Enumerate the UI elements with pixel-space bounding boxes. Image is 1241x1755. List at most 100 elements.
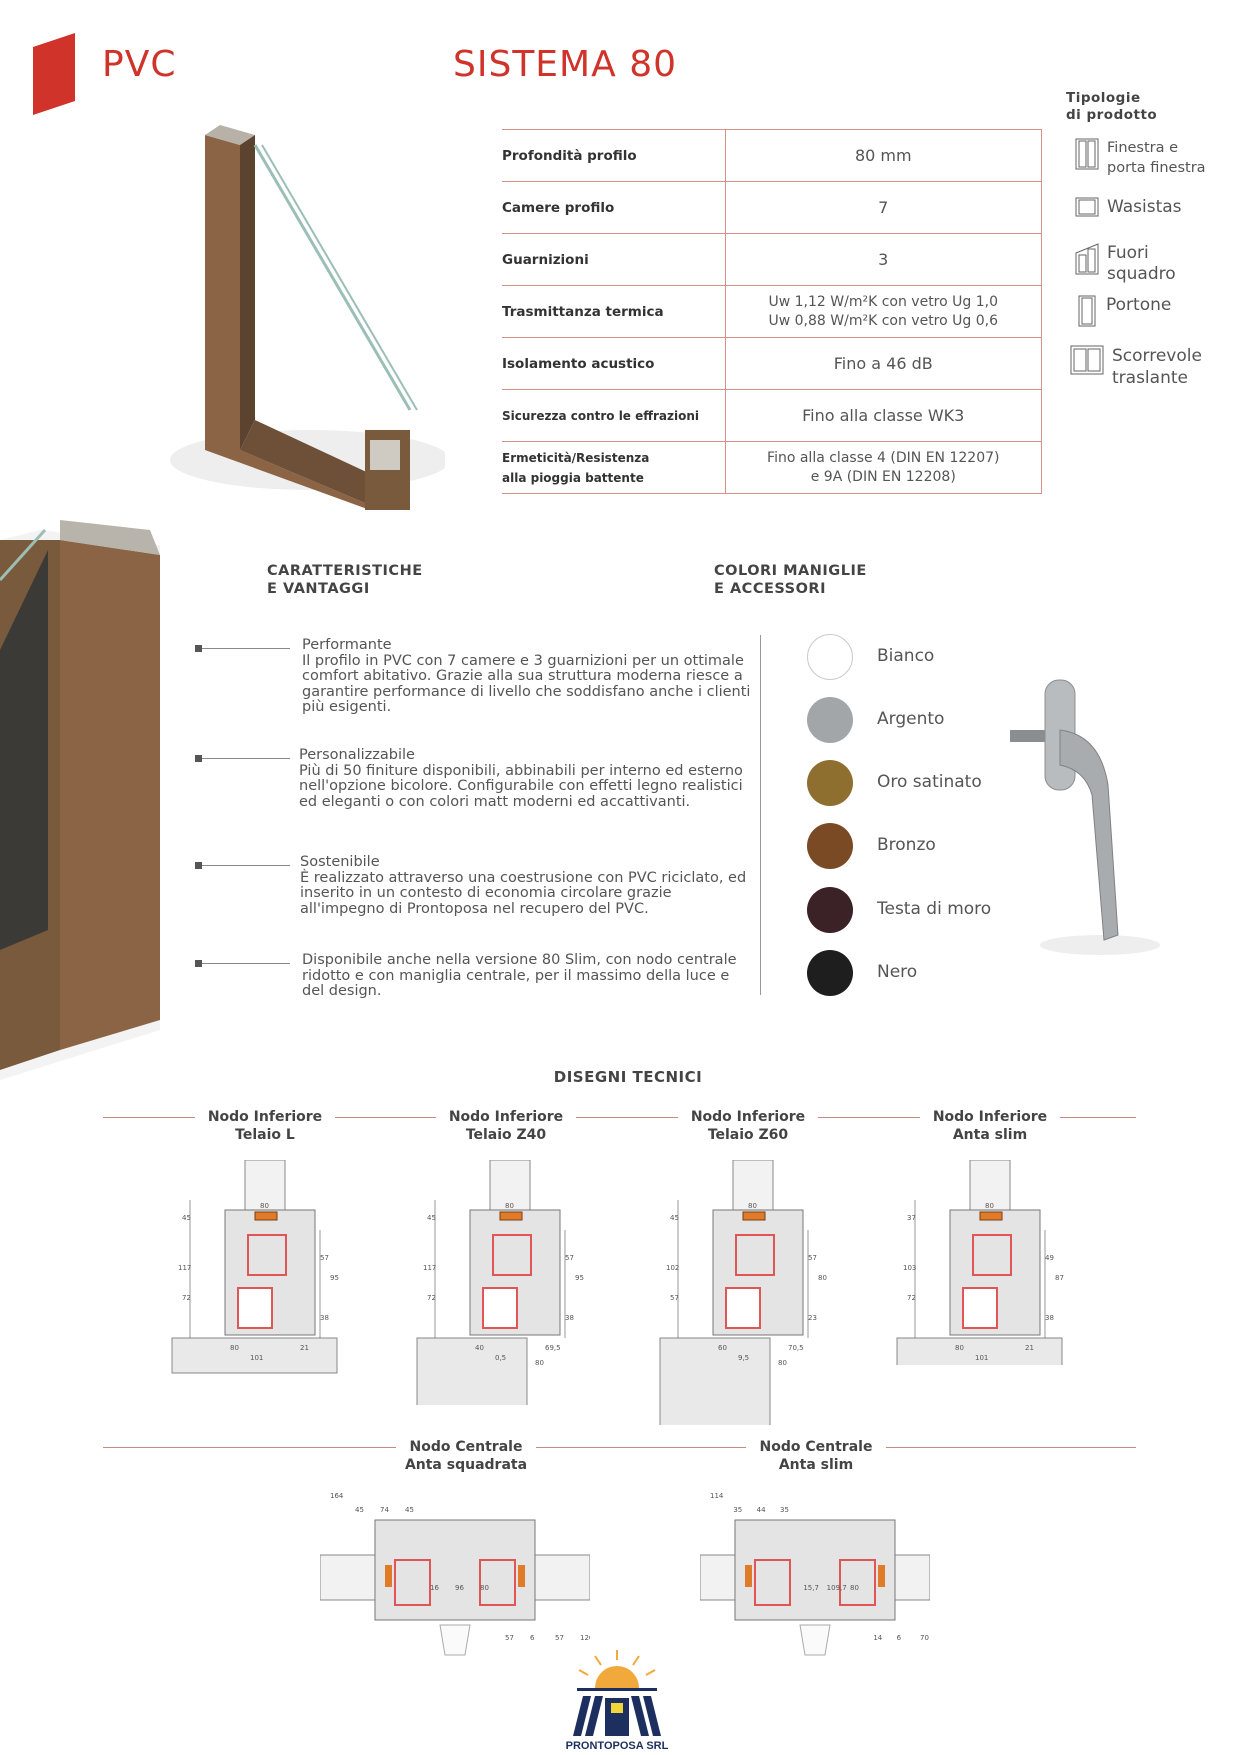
feature-title: Sostenibile bbox=[300, 854, 380, 870]
dimension-label: 49 bbox=[1045, 1254, 1054, 1262]
dimension-label: 80 bbox=[535, 1359, 544, 1367]
prontoposa-logo: PRONTOPOSA SRL bbox=[566, 1650, 669, 1752]
drawing-title-line: Anta slim bbox=[952, 1127, 1028, 1143]
dimension-label: 80 bbox=[985, 1202, 994, 1210]
spec-label-line: Ermeticità/Resistenza bbox=[502, 450, 650, 465]
dimension-label: 57 bbox=[555, 1634, 564, 1642]
dimension-label: 35 bbox=[780, 1506, 789, 1514]
heading-line: E VANTAGGI bbox=[267, 581, 370, 597]
feature-text: È realizzato attraverso una coestrusione… bbox=[300, 869, 747, 917]
color-swatch bbox=[807, 760, 853, 806]
dimension-label: 9,5 bbox=[738, 1354, 749, 1362]
section-title-pvc: PVC bbox=[102, 44, 177, 85]
spec-value: Fino alla classe WK3 bbox=[725, 389, 1042, 442]
dimension-label: 38 bbox=[1045, 1314, 1054, 1322]
technical-drawing: 16445744516968057657120 bbox=[320, 1492, 590, 1656]
dimension-label: 45 bbox=[670, 1214, 679, 1222]
bullet-icon bbox=[195, 862, 202, 869]
spec-value: Fino alla classe 4 (DIN EN 12207)e 9A (D… bbox=[725, 441, 1042, 494]
spec-label: Ermeticità/Resistenza alla pioggia batten… bbox=[502, 441, 726, 494]
dimension-label: 101 bbox=[250, 1354, 263, 1362]
drawing-title-line: Nodo Inferiore bbox=[932, 1109, 1048, 1125]
dimension-label: 57 bbox=[320, 1254, 329, 1262]
spec-label: Camere profilo bbox=[502, 181, 726, 234]
spec-label: Sicurezza contro le effrazioni bbox=[502, 389, 726, 442]
type-label: Fuori bbox=[1107, 243, 1149, 263]
dimension-label: 96 bbox=[455, 1584, 464, 1592]
dimension-label: 15,7 bbox=[803, 1584, 819, 1592]
type-label: Portone bbox=[1106, 295, 1172, 315]
dimension-label: 23 bbox=[808, 1314, 817, 1322]
color-label: Bianco bbox=[877, 646, 935, 666]
dimension-label: 37 bbox=[907, 1214, 916, 1222]
features-heading: CARATTERISTICHE E VANTAGGI bbox=[267, 562, 423, 598]
dimension-label: 57 bbox=[808, 1254, 817, 1262]
dimension-label: 69,5 bbox=[545, 1344, 561, 1352]
type-label: traslante bbox=[1112, 368, 1188, 388]
dimension-label: 80 bbox=[955, 1344, 964, 1352]
color-swatch bbox=[807, 634, 853, 680]
dimension-label: 60 bbox=[718, 1344, 727, 1352]
product-type-item: Wasistas bbox=[1075, 197, 1182, 219]
window-handle-photo bbox=[1010, 679, 1160, 955]
color-swatch bbox=[807, 887, 853, 933]
drawing-title-line: Nodo Inferiore bbox=[690, 1109, 806, 1125]
dimension-label: 44 bbox=[757, 1506, 766, 1514]
dimension-label: 16 bbox=[430, 1584, 439, 1592]
drawing-title-line: Anta slim bbox=[778, 1457, 854, 1473]
double-window-icon bbox=[1075, 138, 1099, 170]
type-label: Scorrevole bbox=[1112, 346, 1202, 366]
dimension-label: 57 bbox=[505, 1634, 514, 1642]
color-swatch bbox=[807, 950, 853, 996]
drawing-title-line: Telaio Z40 bbox=[465, 1127, 547, 1143]
dimension-label: 14 bbox=[873, 1634, 882, 1642]
drawing-title-line: Nodo Inferiore bbox=[448, 1109, 564, 1125]
spec-value: Fino a 46 dB bbox=[725, 337, 1042, 390]
spec-label-line: alla pioggia battente bbox=[502, 470, 644, 485]
dimension-label: 6 bbox=[530, 1634, 535, 1642]
type-label: Wasistas bbox=[1107, 197, 1182, 217]
dimension-label: 117 bbox=[178, 1264, 191, 1272]
dimension-label: 102 bbox=[666, 1264, 679, 1272]
dimension-label: 95 bbox=[575, 1274, 584, 1282]
bullet-icon bbox=[195, 960, 202, 967]
heading-line: CARATTERISTICHE bbox=[267, 563, 423, 579]
dimension-label: 72 bbox=[907, 1294, 916, 1302]
spec-label: Trasmittanza termica bbox=[502, 285, 726, 338]
spec-value: 80 mm bbox=[725, 129, 1042, 182]
color-swatch bbox=[807, 697, 853, 743]
dimension-label: 57 bbox=[565, 1254, 574, 1262]
dimension-label: 101 bbox=[975, 1354, 988, 1362]
feature-title: Performante bbox=[302, 637, 392, 653]
dimension-label: 164 bbox=[330, 1492, 344, 1500]
dimension-label: 114 bbox=[710, 1492, 724, 1500]
dimension-label: 38 bbox=[565, 1314, 574, 1322]
dimension-label: 35 bbox=[733, 1506, 742, 1514]
dimension-label: 45 bbox=[405, 1506, 414, 1514]
color-label: Bronzo bbox=[877, 835, 936, 855]
technical-drawings-heading: DISEGNI TECNICI bbox=[553, 1068, 703, 1086]
dimension-label: 74 bbox=[380, 1506, 389, 1514]
spec-value-line: e 9A (DIN EN 12208) bbox=[810, 468, 956, 485]
color-swatch bbox=[807, 823, 853, 869]
color-label: Argento bbox=[877, 709, 945, 729]
color-label: Oro satinato bbox=[877, 772, 982, 792]
dimension-label: 57 bbox=[670, 1294, 679, 1302]
dimension-label: 0,5 bbox=[495, 1354, 506, 1362]
dimension-label: 80 bbox=[260, 1202, 269, 1210]
